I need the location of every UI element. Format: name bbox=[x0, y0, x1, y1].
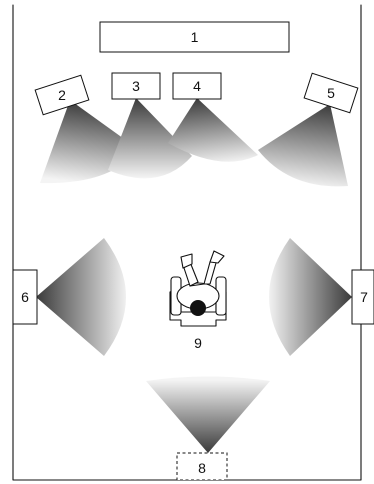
speaker-6 bbox=[12, 269, 38, 325]
speaker-1 bbox=[99, 21, 290, 53]
speaker-3 bbox=[111, 72, 161, 100]
beam-3 bbox=[108, 98, 192, 179]
listener-head bbox=[190, 300, 206, 316]
beam-7 bbox=[269, 238, 352, 356]
speaker-5 bbox=[303, 72, 359, 114]
beam-4 bbox=[168, 98, 258, 162]
beam-6 bbox=[36, 238, 126, 356]
speaker-8 bbox=[176, 452, 228, 481]
label-6: 6 bbox=[21, 289, 29, 305]
beam-8 bbox=[146, 376, 270, 453]
label-1: 1 bbox=[191, 29, 199, 45]
label-8: 8 bbox=[198, 460, 206, 476]
speaker-4 bbox=[172, 72, 222, 100]
beam-5 bbox=[258, 104, 348, 187]
speaker-2 bbox=[34, 74, 90, 116]
listener-figure bbox=[169, 250, 227, 327]
label-2: 2 bbox=[58, 87, 66, 103]
label-4: 4 bbox=[193, 78, 201, 94]
label-3: 3 bbox=[132, 78, 140, 94]
speaker-7 bbox=[351, 269, 374, 325]
label-7: 7 bbox=[360, 289, 368, 305]
label-5: 5 bbox=[327, 85, 335, 101]
label-9: 9 bbox=[194, 335, 202, 351]
